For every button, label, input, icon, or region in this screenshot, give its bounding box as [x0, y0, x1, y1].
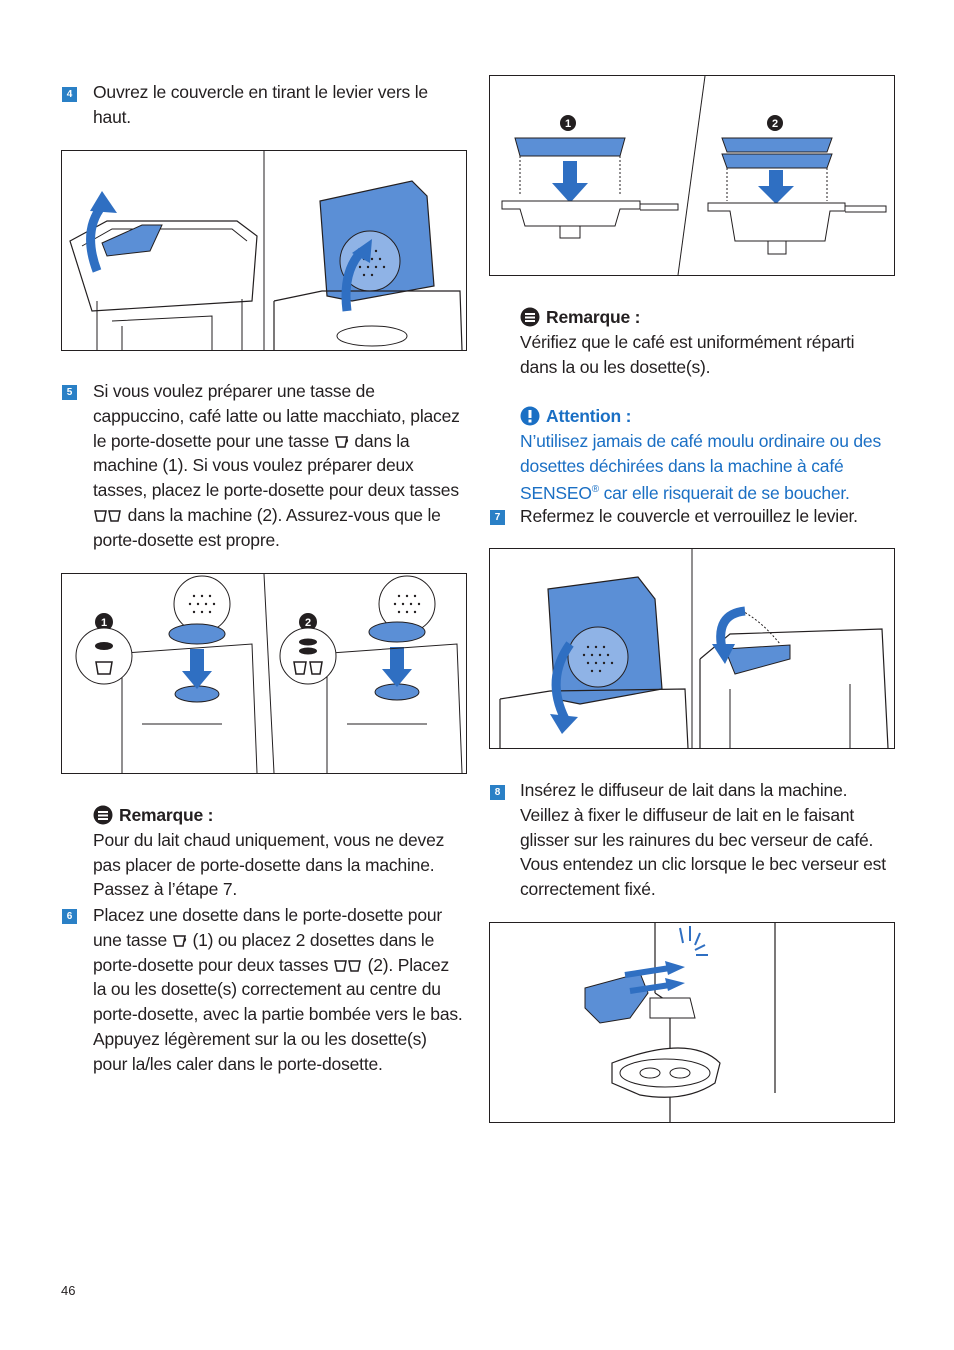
exclamation-icon [520, 406, 540, 426]
step-5-text-a: Si vous voulez préparer une tasse de cap… [93, 381, 460, 451]
svg-text:2: 2 [772, 118, 778, 130]
one-cup-icon [172, 935, 186, 947]
step-6-text-a: Placez une dosette dans le porte-dosette… [93, 905, 443, 950]
page-number: 46 [61, 1283, 76, 1298]
right-note-text: Vérifiez que le café est uniformément ré… [520, 331, 855, 377]
two-cups-icon [334, 959, 361, 972]
right-note: Remarque : Vérifiez que le café est unif… [520, 305, 895, 379]
figure-milk-frother [489, 922, 895, 1123]
svg-text:1: 1 [565, 118, 571, 130]
step-6-text: Placez une dosette dans le porte-dosette… [93, 903, 463, 1077]
left-note: Remarque : Pour du lait chaud uniquement… [93, 803, 468, 902]
figure-label-1: 1 [101, 617, 107, 629]
step-5-text-c: dans la machine (2). Assurez-vous que le… [93, 504, 441, 550]
step-6-text-c: (2). Placez la ou les dosette(s) correct… [93, 954, 463, 1074]
right-note-title: Remarque : [546, 307, 641, 327]
note-icon [520, 307, 540, 327]
attention-title: Attention : [546, 406, 632, 426]
figure-close-lid [489, 548, 895, 749]
figure-pad-holder: 1 2 [61, 573, 467, 774]
step-7-number: 7 [490, 510, 505, 525]
figure-open-lid [61, 150, 467, 351]
step-8-number: 8 [490, 785, 505, 800]
step-7-text: Refermez le couvercle et verrouillez le … [520, 506, 858, 526]
attention-text: N’utilisez jamais de café moulu ordinair… [520, 430, 882, 504]
note-icon [93, 805, 113, 825]
two-cups-icon [94, 510, 121, 522]
step-5-text-b: dans la machine (1). Si vous voulez prép… [93, 430, 459, 501]
step-5-number: 5 [62, 385, 77, 400]
left-note-text: Pour du lait chaud uniquement, vous ne d… [93, 829, 445, 900]
step-4-text: Ouvrez le couvercle en tirant le levier … [93, 82, 428, 127]
step-4-number: 4 [62, 87, 77, 102]
left-note-title: Remarque : [119, 805, 214, 825]
figure-pads-into-holder: 1 2 [489, 75, 895, 276]
step-6-text-b: (1) ou placez 2 dosettes dans le porte-d… [93, 929, 435, 975]
one-cup-icon [334, 435, 348, 448]
attention-block: Attention : N’utilisez jamais de café mo… [520, 404, 900, 506]
step-6-number: 6 [62, 909, 77, 924]
step-5-text: Si vous voulez préparer une tasse de cap… [93, 379, 468, 553]
figure-label-2: 2 [305, 617, 311, 629]
step-8-text: Insérez le diffuseur de lait dans la mac… [520, 780, 886, 900]
